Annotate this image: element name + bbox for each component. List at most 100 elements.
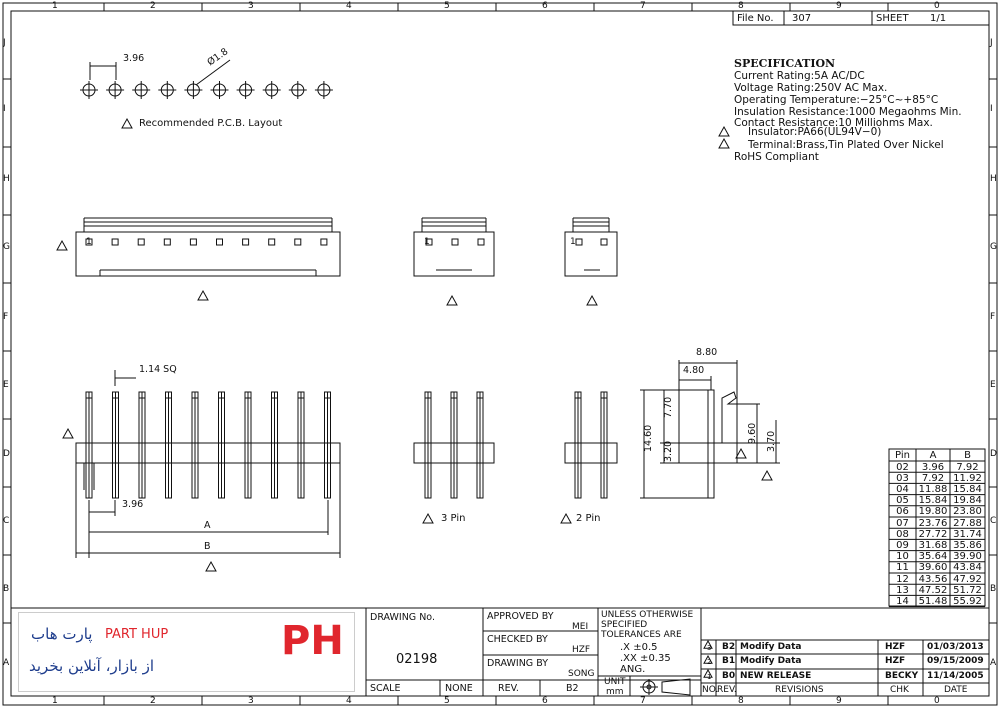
pin-table-cell: 15.84: [918, 495, 948, 507]
label-2pin: 2 Pin: [576, 513, 601, 524]
pin-table-cell: 43.56: [918, 573, 948, 585]
drawing-no: 02198: [396, 652, 438, 667]
pin-table-cell: 02: [896, 461, 909, 473]
pin1-label-3: 1: [424, 237, 430, 247]
pin-square: [575, 238, 583, 246]
pin-table-cell: 05: [896, 495, 909, 507]
pin1-label-2: 1: [570, 237, 576, 247]
tol-ang: ANG.: [620, 664, 646, 675]
grid-row-label-left: I: [3, 104, 6, 114]
grid-col-label-top: 7: [640, 1, 646, 11]
pin-square: [451, 238, 459, 246]
pin-square: [189, 238, 197, 246]
rev-row-desc: NEW RELEASE: [740, 671, 812, 681]
pin-table-cell: 39.60: [918, 562, 948, 574]
front-view-2pin: [564, 442, 618, 464]
inner-border: [10, 10, 990, 697]
pin-table-cell: 09: [896, 539, 909, 551]
revision-marker-2-icon: [422, 512, 434, 524]
spec-line: Terminal:Brass,Tin Plated Over Nickel: [748, 139, 944, 151]
revision-marker-1-icon: [718, 125, 730, 137]
grid-row-label-left: D: [3, 449, 10, 459]
grid-row-label-right: J: [990, 38, 993, 48]
pin-table-cell: 19.84: [953, 495, 982, 507]
pin-table-cell: 19.80: [918, 506, 948, 518]
pin-table-cell: 39.90: [953, 551, 982, 563]
grid-col-label-bottom: 9: [836, 696, 842, 706]
drawing-by-label: DRAWING BY: [487, 658, 548, 669]
tol-line1: UNLESS OTHERWISE: [601, 610, 694, 620]
pin-table-cell: 31.74: [953, 528, 982, 540]
grid-col-label-bottom: 6: [542, 696, 548, 706]
pin-square: [137, 238, 145, 246]
grid-row-label-left: H: [3, 174, 10, 184]
revision-marker-1-icon: [56, 239, 68, 251]
spec-line: Insulation Resistance:1000 Megaohms Min.: [734, 106, 962, 118]
spec-line: Current Rating:5A AC/DC: [734, 70, 865, 82]
scale-label: SCALE: [370, 683, 401, 694]
revision-marker-2-icon: [586, 294, 598, 306]
pin-table-cell: 07: [896, 517, 909, 529]
spec-title: SPECIFICATION: [734, 57, 836, 70]
column-ticks: [103, 3, 889, 705]
logo-mark: PH: [281, 618, 344, 664]
pin-table-cell: 03: [896, 472, 909, 484]
rev-row-rev: B1: [722, 656, 736, 666]
pin-table-cell: 43.84: [953, 562, 982, 574]
spec-line: Operating Temperature:−25°C~+85°C: [734, 94, 939, 106]
grid-col-label-bottom: 8: [738, 696, 744, 706]
unit-label: UNIT: [604, 677, 626, 687]
grid-row-label-right: A: [990, 658, 997, 668]
grid-row-label-left: F: [3, 312, 9, 322]
front10-dims: [75, 463, 341, 558]
pin-table-header: A: [929, 450, 937, 461]
side-view: [640, 360, 780, 499]
rev-header-rev: REV.: [717, 685, 737, 695]
grid-row-label-right: I: [990, 104, 993, 114]
dim-a: A: [204, 520, 211, 531]
grid-row-label-right: H: [990, 174, 997, 184]
grid-col-label-top: 0: [934, 1, 940, 11]
top-view-10pin: [75, 217, 341, 277]
pin-square: [320, 238, 328, 246]
pin-table-cell: 08: [896, 528, 909, 540]
grid-col-label-bottom: 4: [346, 696, 352, 706]
revision-marker-2-icon: [735, 447, 747, 459]
grid-col-label-bottom: 1: [52, 696, 58, 706]
pcb-holes: [80, 81, 333, 99]
pin-square: [163, 238, 171, 246]
rev-row-mark: 1: [707, 673, 712, 681]
pin-table-cell: 27.88: [953, 517, 982, 529]
pin-table-cell: 3.96: [921, 461, 945, 473]
dim-480: 4.80: [683, 365, 705, 376]
rev-header-date: DATE: [944, 685, 968, 695]
revision-marker-2-icon: [703, 654, 713, 664]
grid-row-label-right: D: [990, 449, 997, 459]
spec-line: Contact Resistance:10 Milliohms Max.: [734, 117, 933, 129]
dim-320: 3.20: [663, 440, 674, 462]
pin-table-cell: 47.92: [953, 573, 982, 585]
grid-col-label-bottom: 3: [248, 696, 254, 706]
tol-xx: .XX ±0.35: [620, 653, 671, 664]
pcb-dimension: [89, 59, 231, 86]
top-view-2pin: [564, 217, 618, 277]
tol-line2: SPECIFIED: [601, 620, 648, 630]
grid-row-label-left: B: [3, 584, 10, 594]
dim-960: 9.60: [747, 422, 758, 444]
pin-table-cell: 15.84: [953, 483, 982, 495]
pin-square: [111, 238, 119, 246]
grid-col-label-top: 2: [150, 1, 156, 11]
grid-row-label-left: E: [3, 380, 9, 390]
pin-table-cell: 11: [896, 562, 909, 574]
parthup-logo: پارت هاب PART HUP از بازار، آنلاین بخرید…: [18, 612, 355, 692]
grid-col-label-top: 8: [738, 1, 744, 11]
tol-x: .X ±0.5: [620, 642, 658, 653]
grid-col-label-top: 3: [248, 1, 254, 11]
pin-table-cell: 55.92: [953, 595, 982, 607]
dim-pitch-front: 3.96: [122, 499, 144, 510]
pin-table-cell: 04: [896, 483, 909, 495]
checked-by: HZF: [572, 645, 591, 655]
dim-sq: 1.14 SQ: [139, 364, 177, 375]
pin-square: [268, 238, 276, 246]
